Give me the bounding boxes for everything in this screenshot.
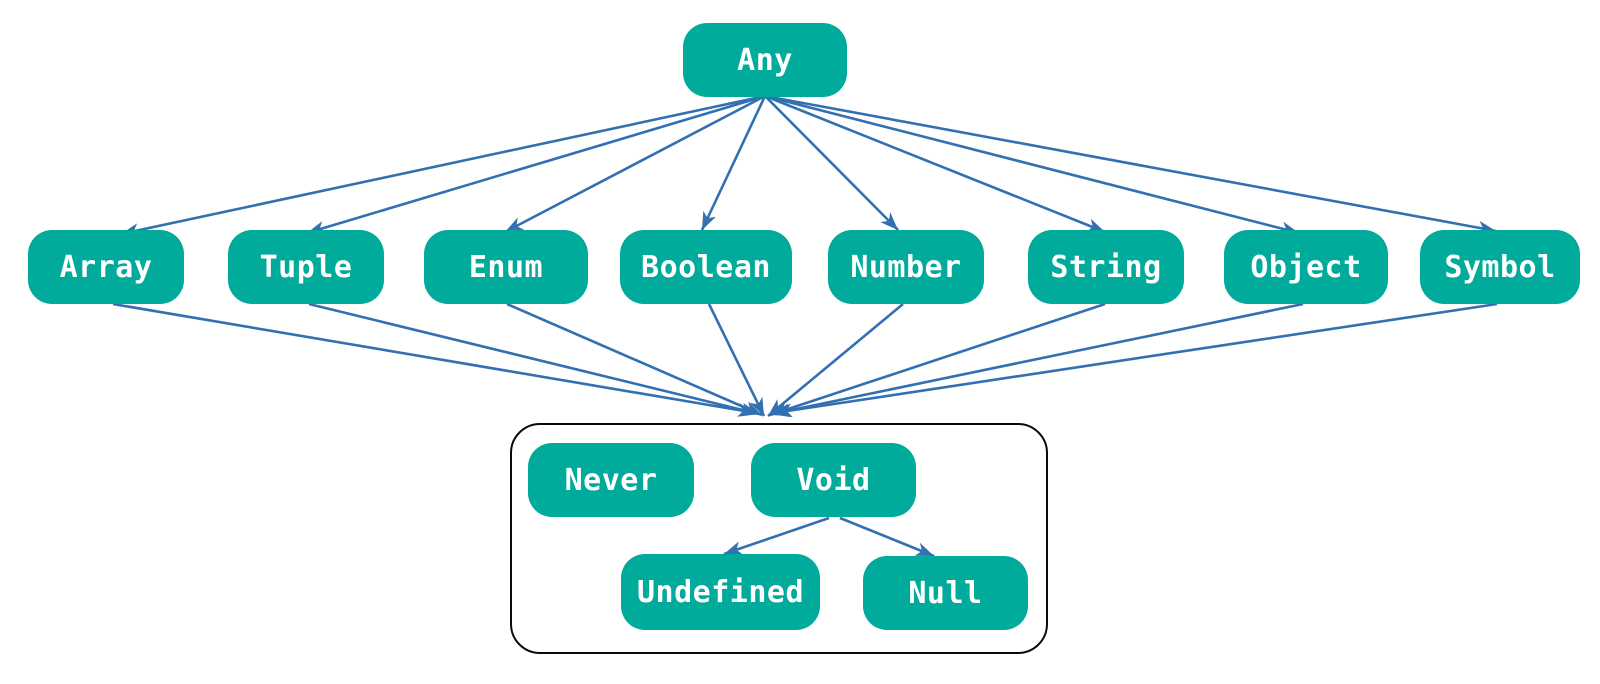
node-null: Null bbox=[863, 556, 1028, 630]
edge-void-null bbox=[839, 516, 935, 558]
edge-enum-group bbox=[506, 302, 763, 417]
edge-string-group bbox=[769, 302, 1106, 417]
edge-any-symbol bbox=[764, 94, 1497, 235]
node-never: Never bbox=[528, 443, 694, 517]
edge-any-boolean bbox=[700, 95, 767, 231]
node-undefined: Undefined bbox=[621, 554, 820, 630]
edge-any-string bbox=[764, 94, 1106, 234]
node-object: Object bbox=[1224, 230, 1388, 304]
edge-symbol-group bbox=[773, 302, 1498, 418]
edge-any-tuple bbox=[306, 94, 766, 235]
node-number: Number bbox=[828, 230, 984, 304]
node-array: Array bbox=[28, 230, 184, 304]
edge-void-undefined bbox=[723, 516, 830, 556]
edge-object-group bbox=[771, 302, 1304, 418]
edge-array-group bbox=[112, 302, 757, 417]
node-any: Any bbox=[683, 23, 847, 97]
edge-tuple-group bbox=[308, 302, 760, 417]
node-tuple: Tuple bbox=[228, 230, 384, 304]
node-boolean: Boolean bbox=[620, 230, 792, 304]
edge-any-enum bbox=[504, 94, 766, 234]
edge-any-array bbox=[120, 94, 766, 238]
node-void: Void bbox=[751, 443, 916, 517]
node-symbol: Symbol bbox=[1420, 230, 1580, 304]
edge-boolean-group bbox=[707, 303, 766, 417]
edge-any-object bbox=[764, 94, 1300, 236]
node-string: String bbox=[1028, 230, 1184, 304]
edge-number-group bbox=[767, 302, 904, 418]
edge-any-number bbox=[764, 95, 899, 231]
node-enum: Enum bbox=[424, 230, 588, 304]
